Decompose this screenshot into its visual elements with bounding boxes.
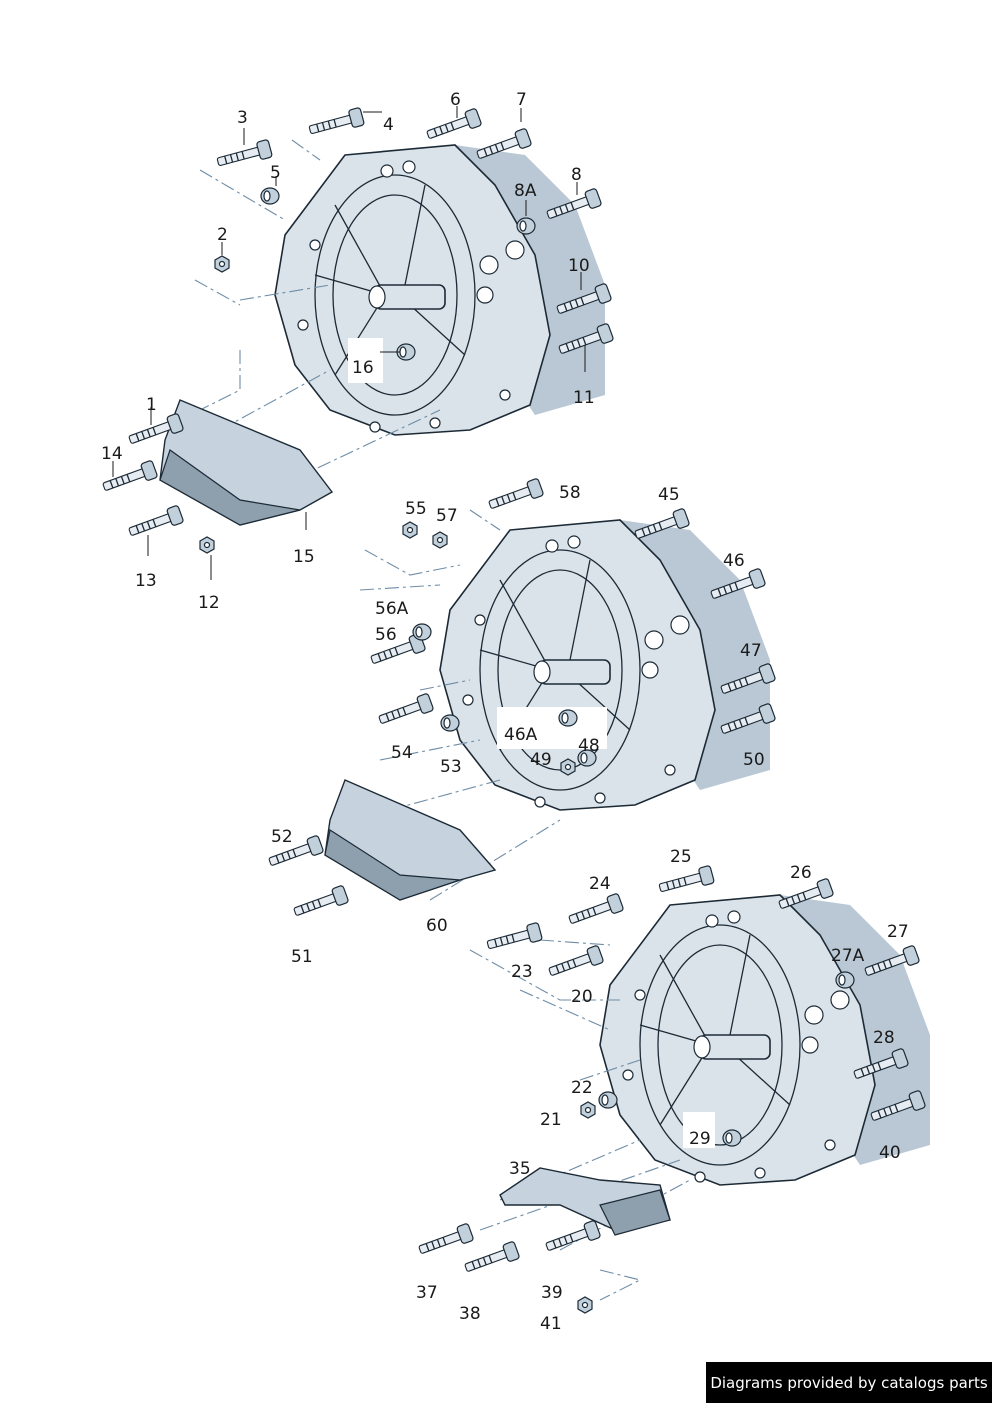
callout-label: 29 <box>689 1129 711 1149</box>
callout-label: 3 <box>237 108 248 128</box>
callout-label: 38 <box>459 1304 481 1324</box>
callout-label: 53 <box>440 757 462 777</box>
callout-label: 2 <box>217 225 228 245</box>
callout-label: 1 <box>146 395 157 415</box>
callout-label: 27 <box>887 922 909 942</box>
bushing-icon <box>722 1129 742 1147</box>
bushing-icon <box>440 714 460 732</box>
callout-label: 20 <box>571 987 593 1007</box>
callout-label: 45 <box>658 485 680 505</box>
washer-icon <box>516 217 536 235</box>
bolt-icon <box>657 864 716 898</box>
nut-icon <box>432 531 448 549</box>
callout-label: 8 <box>571 165 582 185</box>
callout-label: 21 <box>540 1110 562 1130</box>
bolt-icon <box>291 884 350 922</box>
housing-middle <box>439 519 771 811</box>
callout-label: 52 <box>271 827 293 847</box>
bolt-icon <box>126 504 185 542</box>
callout-label: 37 <box>416 1283 438 1303</box>
callout-label: 58 <box>559 483 581 503</box>
bolt-icon <box>485 921 544 955</box>
footer-credit: Diagrams provided by catalogs parts <box>706 1362 992 1403</box>
callout-label: 56A <box>375 599 409 619</box>
callout-label: 15 <box>293 547 315 567</box>
callout-label: 14 <box>101 444 123 464</box>
washer-icon <box>835 971 855 989</box>
leader-lines <box>112 106 586 580</box>
bolt-icon <box>424 107 483 145</box>
callout-label: 55 <box>405 499 427 519</box>
callout-label: 16 <box>352 358 374 378</box>
bolt-icon <box>100 459 159 497</box>
callout-label: 25 <box>670 847 692 867</box>
nut-icon <box>580 1101 596 1119</box>
callout-label: 41 <box>540 1314 562 1334</box>
callout-label: 46 <box>723 551 745 571</box>
callout-label: 46A <box>504 725 538 745</box>
callout-label: 35 <box>509 1159 531 1179</box>
callout-label: 60 <box>426 916 448 936</box>
housing-upper <box>274 144 606 436</box>
mounting-plate-lower <box>499 1167 671 1236</box>
bolt-icon <box>462 1240 521 1278</box>
callout-label: 28 <box>873 1028 895 1048</box>
callout-label: 24 <box>589 874 611 894</box>
bolt-icon <box>307 106 366 140</box>
callout-label: 8A <box>514 181 537 201</box>
callout-label: 6 <box>450 90 461 110</box>
bushing-icon <box>260 187 280 205</box>
callout-label: 47 <box>740 641 762 661</box>
callout-label: 57 <box>436 506 458 526</box>
nut-icon <box>560 758 576 776</box>
callout-label: 54 <box>391 743 413 763</box>
bolt-icon <box>566 892 625 930</box>
callout-label: 56 <box>375 625 397 645</box>
nut-icon <box>577 1296 593 1314</box>
callout-label: 51 <box>291 947 313 967</box>
callout-label: 48 <box>578 736 600 756</box>
callout-label: 5 <box>270 163 281 183</box>
mounting-plate-upper <box>159 399 334 526</box>
callout-label: 39 <box>541 1283 563 1303</box>
callout-label: 23 <box>511 962 533 982</box>
callout-label: 50 <box>743 750 765 770</box>
callout-label: 40 <box>879 1143 901 1163</box>
bolt-icon <box>486 477 545 515</box>
bolt-icon <box>416 1222 475 1260</box>
nut-icon <box>402 521 418 539</box>
bolt-icon <box>376 692 435 730</box>
bushing-icon <box>598 1091 618 1109</box>
mounting-plate-middle <box>324 779 497 901</box>
nut-icon <box>199 536 215 554</box>
bushing-icon <box>412 623 432 641</box>
bushing-icon <box>558 709 578 727</box>
callout-label: 49 <box>530 750 552 770</box>
bolt-icon <box>543 1219 602 1257</box>
callout-label: 11 <box>573 388 595 408</box>
nut-icon <box>214 255 230 273</box>
bolt-icon <box>546 944 605 982</box>
callout-label: 10 <box>568 256 590 276</box>
callout-label: 12 <box>198 593 220 613</box>
callout-label: 13 <box>135 571 157 591</box>
callout-label: 26 <box>790 863 812 883</box>
callout-label: 27A <box>831 946 865 966</box>
callout-label: 4 <box>383 115 394 135</box>
callout-label: 22 <box>571 1078 593 1098</box>
callout-label: 7 <box>516 90 527 110</box>
